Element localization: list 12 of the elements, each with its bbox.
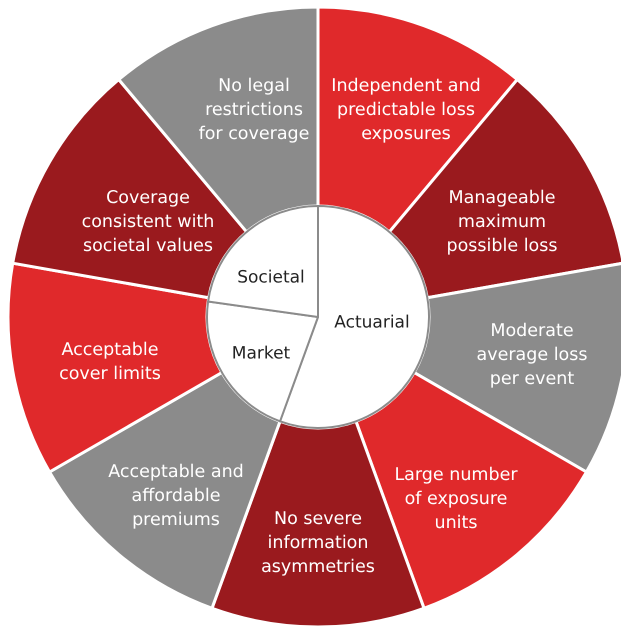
- criterion-label: Acceptable cover limits: [58, 338, 162, 386]
- criterion-label: Moderate average loss per event: [475, 320, 588, 392]
- criterion-label: Coverage consistent with societal values: [80, 186, 216, 258]
- criterion-label: Manageable maximum possible loss: [445, 186, 558, 258]
- category-label: Actuarial: [333, 311, 411, 334]
- criterion-label: Acceptable and affordable premiums: [107, 460, 245, 532]
- criterion-label: No legal restrictions for coverage: [198, 74, 310, 146]
- criterion-label: Independent and predictable loss exposures: [330, 74, 482, 146]
- category-label: Societal: [236, 266, 306, 290]
- criterion-label: No severe information asymmetries: [260, 508, 376, 580]
- category-label: Market: [230, 342, 292, 366]
- criterion-label: Large number of exposure units: [393, 464, 519, 536]
